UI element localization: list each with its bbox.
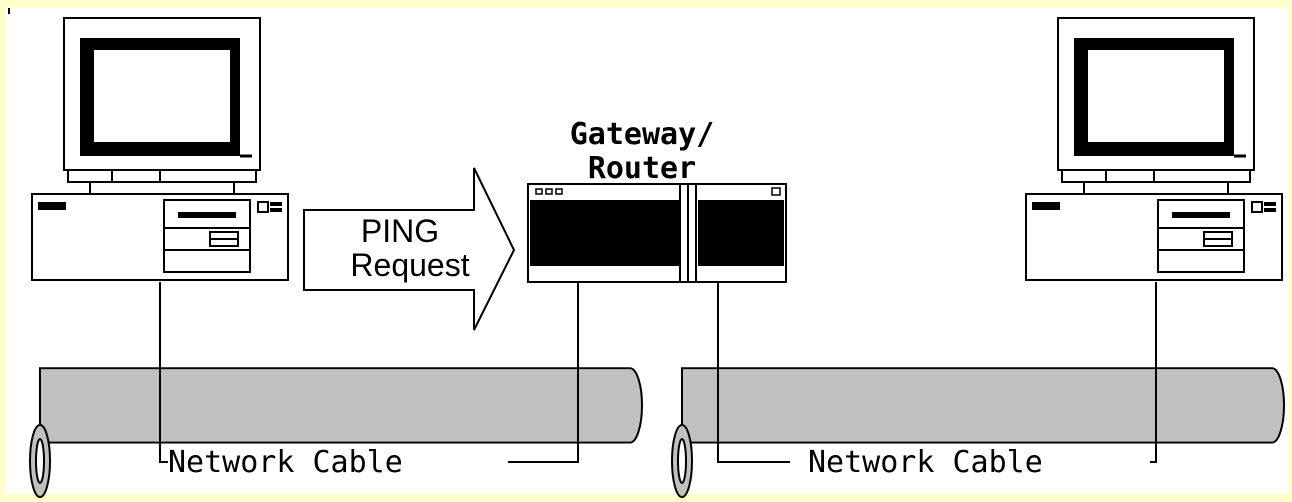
network-cable-icon xyxy=(29,367,643,498)
arrow-label-line1: PING xyxy=(361,213,439,249)
right-network-cable: Network Cable xyxy=(671,282,1285,498)
router-label-line1: Gateway/ xyxy=(570,117,715,152)
network-cable-icon xyxy=(671,367,1285,498)
cable-left-label: Network Cable xyxy=(168,445,403,480)
bottom-margin xyxy=(0,494,1292,502)
desktop-computer-icon xyxy=(1025,17,1283,281)
arrow-label-line2: Request xyxy=(350,247,469,283)
right-margin xyxy=(1288,0,1292,502)
router: Gateway/ Router xyxy=(527,117,787,283)
right-computer xyxy=(1025,17,1283,281)
cable-right-label: Network Cable xyxy=(808,445,1043,480)
corner-mark xyxy=(8,8,10,14)
left-network-cable: Network Cable xyxy=(29,282,643,498)
right-arrow-icon: PING Request xyxy=(303,167,516,331)
router-label-line2: Router xyxy=(588,151,696,186)
top-margin xyxy=(0,0,1292,8)
left-computer xyxy=(31,17,289,281)
desktop-computer-icon xyxy=(31,17,289,281)
left-margin xyxy=(0,0,6,502)
router-icon xyxy=(527,183,787,283)
